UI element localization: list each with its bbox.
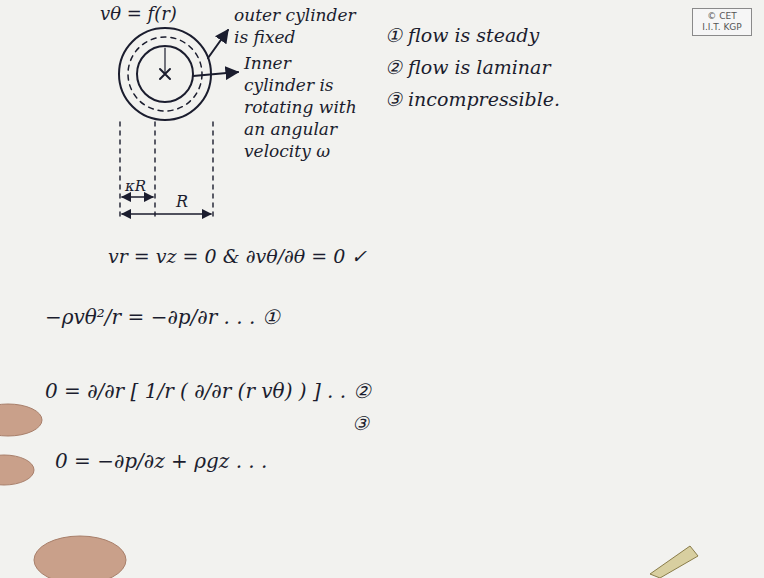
handwritten-note: ① flow is steady: [385, 24, 539, 46]
handwritten-note: ② flow is laminar: [385, 56, 550, 78]
handwritten-note: 0 = −∂p/∂z + ρgz . . .: [55, 450, 267, 472]
flow-annulus: [128, 37, 202, 111]
handwritten-note: Inner cylinder is rotating with an angul…: [244, 52, 366, 162]
radius-line: [164, 48, 165, 74]
logo-box: © CET I.I.T. KGP: [692, 8, 752, 36]
finger: [0, 404, 42, 436]
pen: [650, 546, 698, 578]
finger: [34, 536, 126, 578]
logo-text: © CET I.I.T. KGP: [697, 11, 747, 33]
handwritten-note: κR: [125, 175, 146, 197]
handwritten-note: −ρvθ²/r = −∂p/∂r . . . ①: [45, 306, 280, 328]
handwritten-note: vθ = f(r): [100, 3, 177, 25]
finger: [0, 455, 34, 485]
inner-cylinder: [137, 46, 193, 102]
leader-line: [193, 72, 238, 76]
dimension-line: [154, 122, 155, 220]
handwritten-note: ③ incompressible.: [385, 88, 560, 110]
handwritten-note: ③: [352, 412, 369, 434]
leader-line: [208, 30, 228, 58]
outer-cylinder: [119, 28, 211, 120]
handwritten-note: 0 = ∂/∂r [ 1/r ( ∂/∂r (r vθ) ) ] . . ②: [45, 380, 371, 402]
handwritten-note: R: [176, 191, 188, 213]
dimension-arrow: [122, 213, 211, 215]
dimension-line: [212, 122, 213, 220]
dimension-arrow: [122, 196, 153, 198]
handwritten-note: outer cylinder is fixed: [234, 4, 362, 48]
dimension-line: [119, 122, 120, 220]
handwritten-note: vr = vz = 0 & ∂vθ/∂θ = 0 ✓: [108, 245, 367, 267]
